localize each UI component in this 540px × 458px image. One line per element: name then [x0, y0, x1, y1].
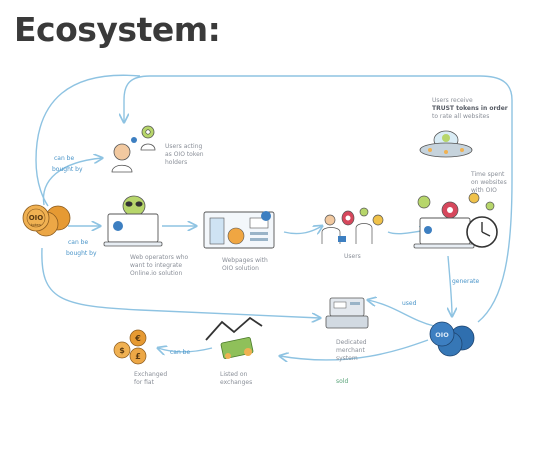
- generated-coins: OIO: [429, 321, 475, 357]
- cash-register-icon: [325, 297, 369, 329]
- dollar-symbol: $: [119, 346, 125, 355]
- person-icon: [111, 125, 156, 173]
- can-be-line: [158, 348, 213, 352]
- currency-coins-icon: $ € £: [113, 329, 147, 365]
- node-label-line: system: [336, 355, 358, 362]
- node-label-line: Listed on: [220, 371, 248, 378]
- edge-label-line: bought by: [52, 166, 83, 173]
- node-label: Users: [344, 253, 361, 260]
- coins-to-merchant-line: [41, 247, 320, 318]
- flow-lines: [35, 74, 513, 360]
- node-label-line: for fiat: [134, 379, 155, 386]
- node-label-line: Webpages with: [222, 257, 268, 264]
- node-label-line: as OIO token: [165, 151, 204, 158]
- aliens-laptop-icon: [413, 192, 495, 249]
- node-label-line: to rate all websites: [432, 113, 489, 120]
- edge-label-generate: generate: [452, 278, 479, 285]
- node-label-line: TRUST tokens in order: [432, 105, 508, 112]
- edge-label-can-be: can be: [170, 349, 190, 356]
- alien-icon: [122, 195, 146, 217]
- ufo-icon: [419, 130, 473, 158]
- bought-by-top-line: [42, 158, 102, 206]
- node-label-line: merchant: [336, 347, 365, 354]
- merchant-node: Dedicated merchant system: [325, 297, 369, 362]
- webpage-icon: [203, 211, 275, 249]
- token-holders-node: Users acting as OIO token holders: [111, 125, 204, 173]
- generate-line: [448, 255, 452, 316]
- edge-label-line: bought by: [66, 250, 97, 257]
- node-label-line: Exchanged: [134, 371, 167, 378]
- rate-websites-node: Users receive TRUST tokens in order to r…: [419, 97, 508, 158]
- edge-label-bought-by-mid: can be bought by: [66, 239, 97, 257]
- euro-symbol: €: [134, 334, 141, 343]
- node-label-line: holders: [165, 159, 187, 166]
- used-line: [368, 300, 435, 327]
- coin-text: OIO: [29, 214, 44, 222]
- pound-symbol: £: [135, 352, 141, 361]
- fiat-node: $ € £ Exchanged for fiat: [113, 329, 167, 386]
- node-label-line: with OIO: [471, 187, 497, 194]
- node-label-line: exchanges: [220, 379, 252, 386]
- edge-label-sold: sold: [336, 378, 348, 385]
- node-label-line: Users acting: [165, 143, 203, 150]
- clock-icon: [466, 216, 498, 248]
- node-label-line: Users receive: [432, 97, 473, 104]
- coin-text: OIO: [435, 331, 449, 339]
- users-node: Users: [321, 207, 384, 260]
- node-label-line: OIO solution: [222, 265, 259, 272]
- oio-token-coins: OIO token: [22, 204, 71, 237]
- laptop-icon: [103, 213, 163, 247]
- sold-line: [280, 339, 429, 360]
- coin-subtext: token: [31, 223, 41, 227]
- page-title: Ecosystem:: [14, 10, 221, 49]
- loop-line: [124, 75, 513, 323]
- webpages-to-users-line: [283, 226, 322, 234]
- chart-line-icon: [205, 316, 263, 359]
- edge-label-used: used: [402, 300, 417, 307]
- exchanges-node: Listed on exchanges: [205, 316, 263, 386]
- time-spent-node: Time spent on websites with OIO: [413, 171, 507, 249]
- outer-left-line: [35, 74, 141, 207]
- node-label-line: want to integrate: [130, 262, 182, 269]
- edge-label-line: can be: [54, 155, 74, 162]
- node-label-line: Web operators who: [130, 254, 189, 261]
- node-label-line: Dedicated: [336, 339, 367, 346]
- edge-label-bought-by-top: can be bought by: [52, 155, 83, 173]
- node-label-line: on websites: [471, 179, 507, 186]
- edge-label-line: can be: [68, 239, 88, 246]
- node-label-line: Online.io solution: [130, 270, 182, 277]
- users-group-icon: [321, 207, 384, 244]
- node-label-line: Time spent: [470, 171, 505, 178]
- web-operators-node: Web operators who want to integrate Onli…: [103, 195, 189, 277]
- webpages-node: Webpages with OIO solution: [203, 211, 275, 272]
